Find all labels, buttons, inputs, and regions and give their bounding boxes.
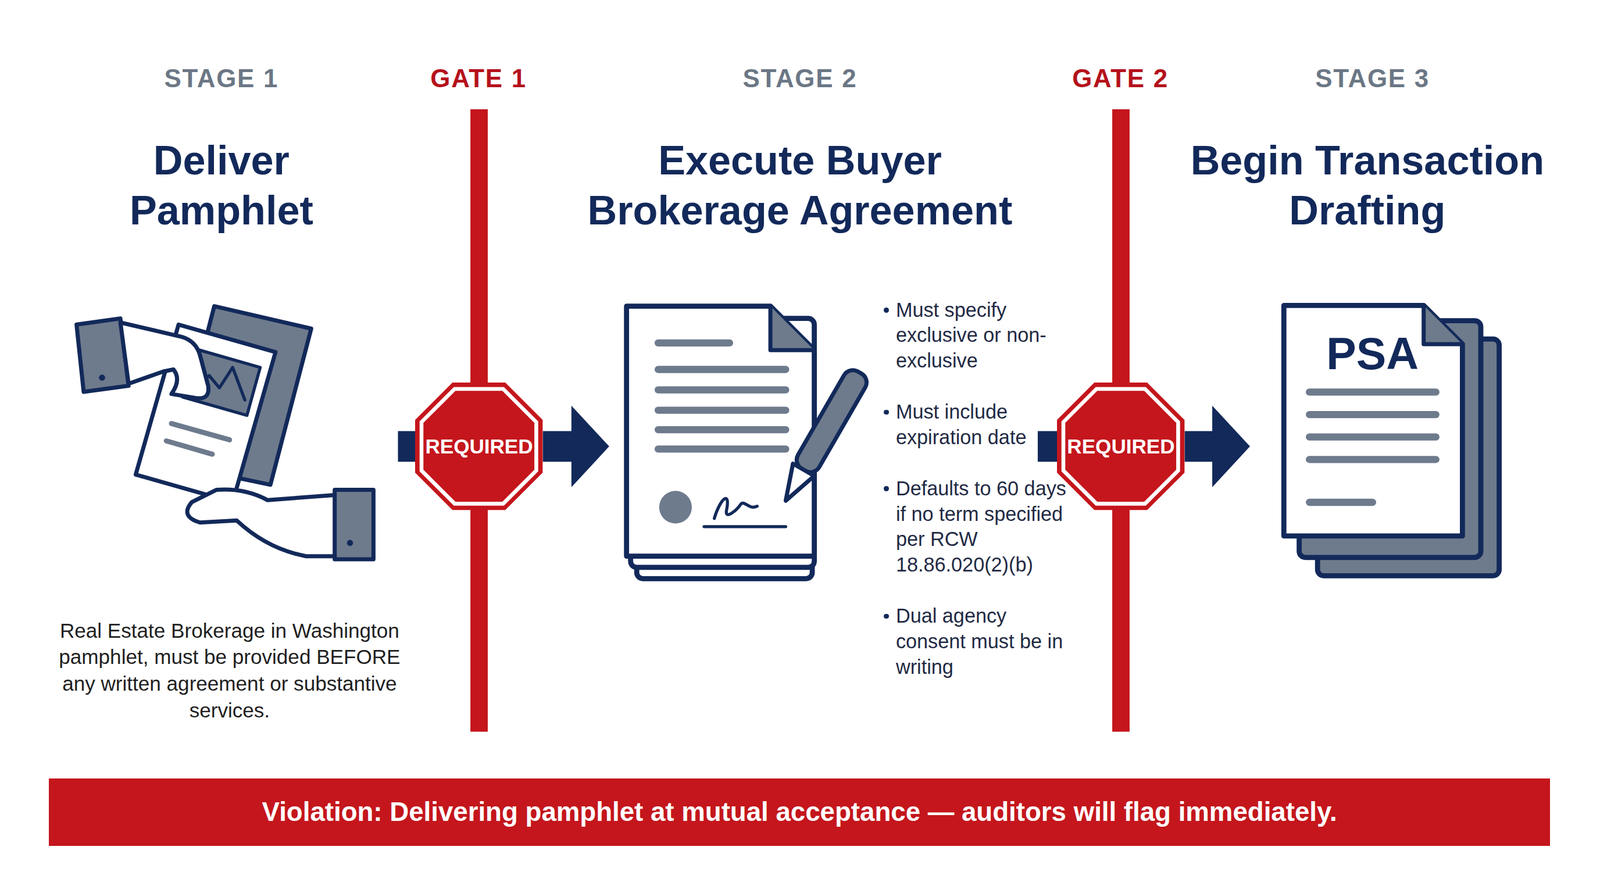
stage-label: STAGE 2 <box>677 63 923 95</box>
bullet-dot <box>883 613 889 620</box>
banner-text: Violation: Delivering pamphlet at mutual… <box>48 778 1550 846</box>
requirement-bullet: Must specify exclusive or non-exclusive <box>895 297 1068 375</box>
document-title: PSA <box>1280 327 1465 381</box>
stage-title: Deliver Pamphlet <box>104 135 339 236</box>
stage-title: Execute Buyer Brokerage Agreement <box>555 135 1045 236</box>
flow-arrow <box>1184 405 1250 488</box>
agreement-icon <box>626 306 871 580</box>
requirement-bullet: Must include expiration date <box>895 399 1068 451</box>
requirement-bullet: Dual agency consent must be in writing <box>895 603 1068 681</box>
bullet-dot <box>883 486 889 492</box>
gate-label: GATE 1 <box>376 63 581 95</box>
pamphlet-icon <box>76 306 374 560</box>
stage-column: STAGE 2Execute Buyer Brokerage Agreement… <box>609 58 1038 732</box>
stage-label: STAGE 1 <box>98 63 344 95</box>
stage-note: Real Estate Brokerage in Washington pamp… <box>53 617 406 724</box>
flow-arrow <box>397 431 416 463</box>
stage-label: STAGE 3 <box>1250 63 1495 95</box>
document-stack: PSA <box>1280 302 1503 580</box>
gate-label: GATE 2 <box>1018 63 1223 95</box>
flow-arrow <box>1037 431 1057 463</box>
flow-arrow <box>543 405 610 488</box>
bullet-dot <box>883 409 889 416</box>
violation-banner: Violation: Delivering pamphlet at mutual… <box>48 778 1550 846</box>
bullet-dot <box>883 307 889 313</box>
requirement-bullet: Defaults to 60 days if no term specified… <box>895 476 1068 579</box>
gate-octagon: REQUIRED <box>415 382 543 510</box>
gate-badge-text: REQUIRED <box>415 382 543 510</box>
gate-octagon: REQUIRED <box>1056 382 1185 510</box>
stage-column: STAGE 1Deliver PamphletReal Estate Broke… <box>56 58 399 732</box>
stage-column: STAGE 3Begin Transaction DraftingPSA <box>1250 58 1557 732</box>
stage-title: Begin Transaction Drafting <box>1152 135 1582 236</box>
gate-badge-text: REQUIRED <box>1056 382 1185 510</box>
